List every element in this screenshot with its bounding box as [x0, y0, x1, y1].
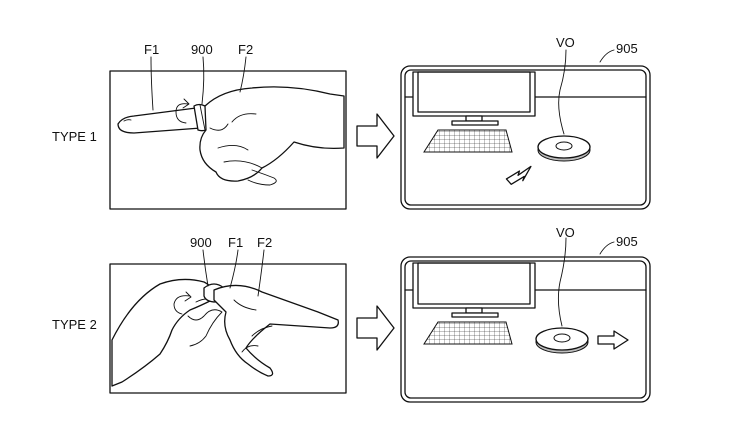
row2-vo-label: VO [556, 225, 575, 240]
row2-screen-panel: VO 905 [400, 225, 651, 403]
row1-screen-ref: 905 [616, 41, 638, 56]
row2-label-b: F1 [228, 235, 243, 250]
row1-label-b: 900 [191, 42, 213, 57]
transition-arrow-icon [356, 305, 395, 351]
row2-label-a: 900 [190, 235, 212, 250]
virtual-object-ring-icon [535, 327, 589, 354]
row1-hand-panel: F1 900 F2 [109, 42, 347, 210]
row1-label-c: F2 [238, 42, 253, 57]
row1-label-a: F1 [144, 42, 159, 57]
virtual-object-ring-icon [537, 135, 591, 162]
monitor-icon [412, 262, 536, 318]
motion-arrow-down-left-icon [505, 165, 532, 185]
transition-arrow-icon [356, 113, 395, 159]
motion-arrow-right-icon [597, 330, 629, 350]
row1-type-label: TYPE 1 [52, 129, 97, 144]
keyboard-icon [423, 129, 513, 153]
row1-screen-panel: VO 905 [400, 35, 651, 210]
monitor-icon [412, 71, 536, 126]
row2-screen-ref: 905 [616, 234, 638, 249]
rotate-arrow-icon [173, 291, 192, 315]
row1-vo-label: VO [556, 35, 575, 50]
row2-hand-panel: 900 F1 F2 [109, 235, 347, 394]
row2-label-c: F2 [257, 235, 272, 250]
row2-type-label: TYPE 2 [52, 317, 97, 332]
keyboard-icon [423, 321, 513, 345]
rotate-arrow-icon [175, 98, 190, 124]
